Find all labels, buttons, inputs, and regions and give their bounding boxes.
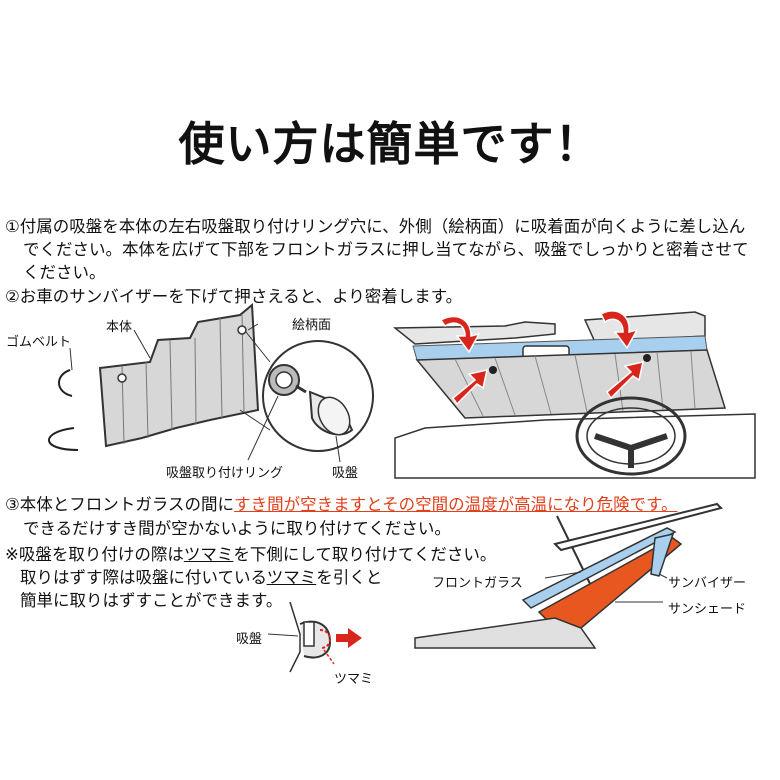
note-line1-a: ※吸盤を取り付けの際は	[5, 545, 184, 564]
step3-line2: できるだけすき間が空かないように取り付けてください。	[23, 519, 451, 538]
car-interior-diagram	[392, 310, 756, 479]
note-line3: 簡単に取りはずすことができます。	[20, 591, 283, 610]
sunshade-body-diagram	[48, 302, 374, 463]
step1-line3: ください。	[23, 263, 106, 282]
label-rubber-belt: ゴムベルト	[6, 335, 72, 350]
note-line1-c: を下側にして取り付けてください。	[233, 545, 497, 564]
label-sucker: 吸盤	[332, 466, 359, 481]
sucker-knob-diagram	[267, 601, 362, 673]
note-line1: ※吸盤を取り付けの際はツマミを下側にして取り付けてください。	[5, 544, 496, 566]
step2-text: ②お車のサンバイザーを下げて押さえると、より密着します。	[5, 287, 463, 306]
note-line2-c: を引くと	[316, 568, 383, 587]
label-knob: ツマミ	[334, 672, 374, 687]
label-sunshade: サンシェード	[668, 602, 747, 617]
step3-prefix: ③本体とフロントガラスの間に	[5, 495, 235, 514]
label-pattern-side: 絵柄面	[292, 318, 332, 333]
label-windshield: フロントガラス	[432, 576, 523, 591]
note-line2-a: 取りはずす際は吸盤に付いている	[20, 568, 267, 587]
label-sun-visor: サンバイザー	[668, 576, 747, 591]
page-title: 使い方は簡単です！	[178, 117, 602, 171]
note-line2: 取りはずす際は吸盤に付いているツマミを引くと	[20, 567, 382, 589]
step3-line1: ③本体とフロントガラスの間にすき間が空きますとその空間の温度が高温になり危険です…	[5, 494, 678, 516]
note-knob-1: ツマミ	[183, 545, 234, 564]
cross-section-diagram	[414, 502, 723, 649]
step1-line1: ①付属の吸盤を本体の左右吸盤取り付けリング穴に、外側（絵柄面）に吸着面が向くよう…	[5, 217, 746, 236]
label-body: 本体	[106, 320, 133, 335]
note-knob-2: ツマミ	[266, 568, 317, 587]
label-sucker-small: 吸盤	[236, 632, 263, 647]
step3-warning: すき間が空きますとその空間の温度が高温になり危険です。	[234, 495, 678, 514]
label-sucker-ring: 吸盤取り付けリング	[166, 466, 284, 481]
step1-line2: でください。本体を広げて下部をフロントガラスに押し当てながら、吸盤でしっかりと密…	[23, 240, 749, 259]
